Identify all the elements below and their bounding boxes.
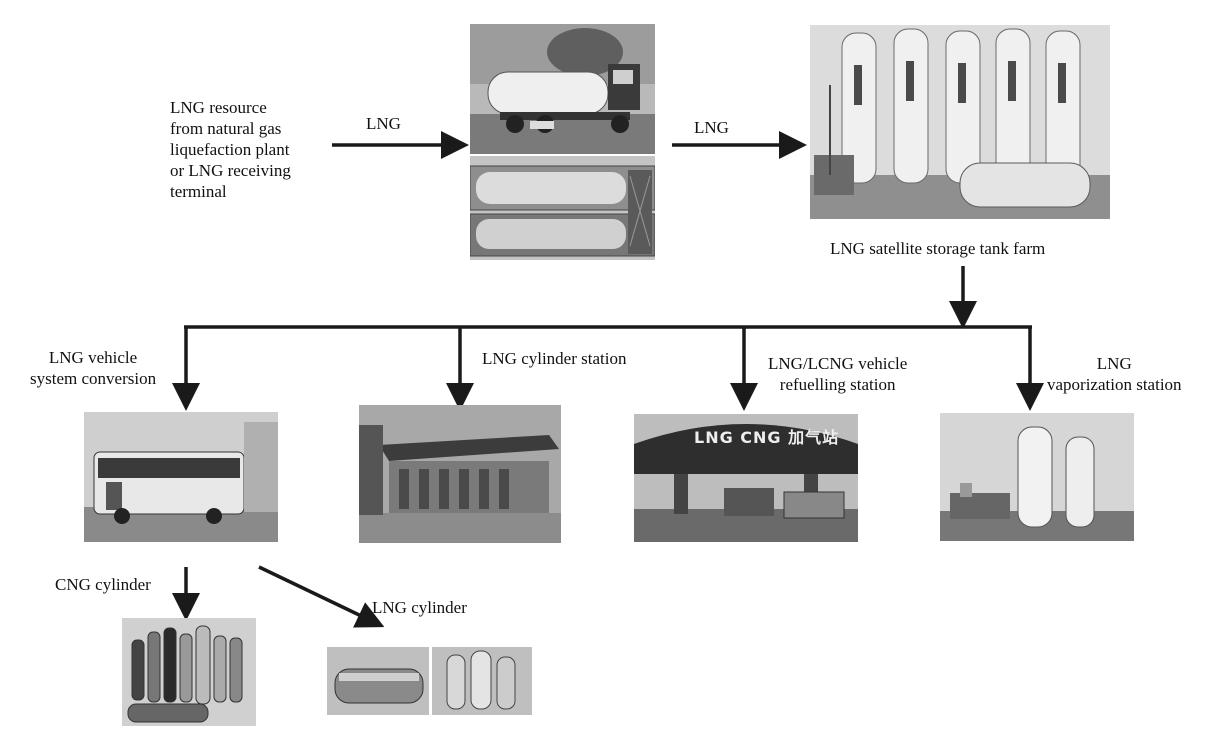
label-lng-cylinder: LNG cylinder [372,598,467,617]
arrow-label-lng-1: LNG [366,114,401,133]
label-vaporization-station: LNG vaporization station [1047,354,1182,394]
station-sign-text: LNG CNG 加气站 [694,428,840,447]
cng-cylinders-photo [122,618,256,726]
label-vehicle-conversion: LNG vehicle system conversion [30,348,157,388]
refuelling-station-photo: LNG CNG 加气站 [634,414,858,542]
lng-cylinders-photo [327,647,532,715]
label-cng-cylinder: CNG cylinder [55,575,151,594]
lng-iso-container-photo [470,156,655,260]
source-label: LNG resource from natural gas liquefacti… [170,98,291,201]
tank-farm-photo [810,25,1110,219]
lng-tanker-truck-photo [470,24,655,154]
lng-bus-photo [84,412,278,542]
label-refuelling-station: LNG/LCNG vehicle refuelling station [768,354,908,394]
vaporization-station-photo [940,413,1134,541]
label-cylinder-station: LNG cylinder station [482,349,627,368]
tank-farm-caption: LNG satellite storage tank farm [830,239,1046,258]
arrow-bus-to-lng-cylinder [258,565,385,628]
cylinder-station-photo [359,405,561,543]
arrow-label-lng-2: LNG [694,118,729,137]
